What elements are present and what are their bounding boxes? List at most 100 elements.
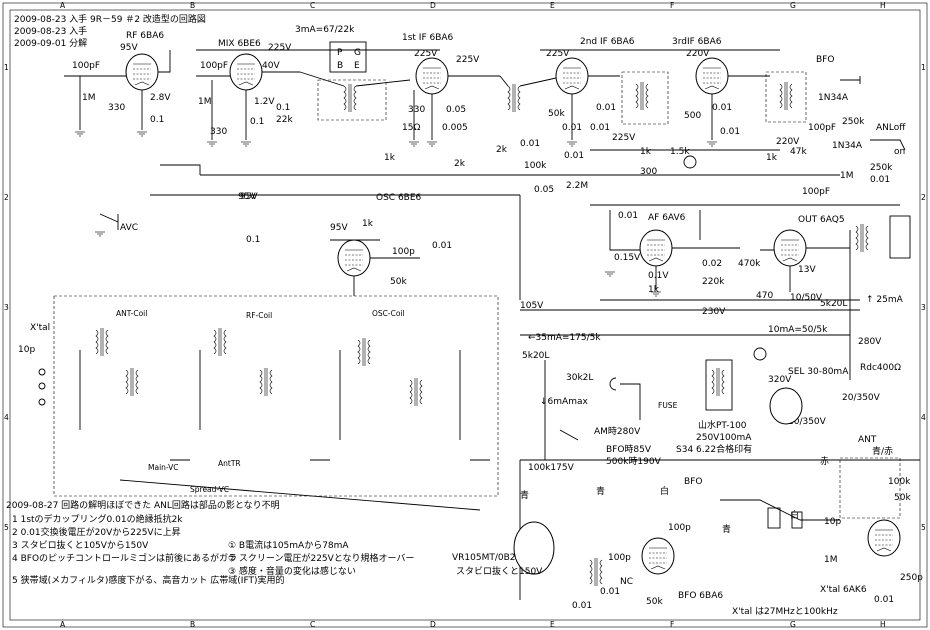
af-tube-symbol [639, 229, 673, 267]
svg-text:青: 青 [722, 523, 731, 535]
svg-text:15Ω: 15Ω [402, 123, 420, 133]
svg-text:BFO: BFO [684, 477, 702, 487]
svg-text:D: D [430, 620, 436, 629]
svg-text:100pF: 100pF [200, 61, 228, 71]
bfo-stage: BFO 6BA6 100p 100p 50k 0.01 0.01 NC 青 白 … [572, 477, 723, 611]
svg-text:1M: 1M [840, 171, 854, 181]
svg-text:2.8V: 2.8V [150, 93, 171, 103]
anloff-label: ANLoff [876, 123, 906, 133]
detector-misc: BFO 1N34A 1N34A 250k 1M 250k 0.01 ANLoff… [240, 55, 906, 245]
svg-text:100p: 100p [608, 553, 631, 563]
svg-text:0.01: 0.01 [596, 103, 616, 113]
svg-text:1k: 1k [640, 147, 652, 157]
main-vc-label: Main-VC [148, 463, 179, 472]
svg-text:5k20L: 5k20L [820, 299, 847, 309]
svg-text:470k: 470k [738, 259, 761, 269]
osc-tube-symbol [337, 239, 371, 277]
svg-text:5: 5 [4, 523, 9, 532]
svg-text:Rdc400Ω: Rdc400Ω [860, 363, 901, 373]
osc-stage: OSC 6BE6 95V 1k 100p 0.01 50k [330, 193, 452, 296]
notes-block: 2009-08-27 回路の解明ほぼできた ANL回路は部品の影となり不明 1 … [6, 499, 414, 586]
out-tube-label: OUT 6AQ5 [798, 215, 845, 225]
svg-text:FUSE: FUSE [658, 401, 678, 410]
svg-text:0.1: 0.1 [246, 235, 260, 245]
svg-text:0.05: 0.05 [534, 185, 554, 195]
svg-text:2k: 2k [496, 145, 508, 155]
svg-text:47k: 47k [790, 147, 807, 157]
svg-text:1k: 1k [766, 153, 778, 163]
svg-text:0.01: 0.01 [712, 103, 732, 113]
svg-text:B: B [190, 1, 195, 10]
svg-text:50k: 50k [390, 277, 407, 287]
svg-text:5: 5 [921, 523, 926, 532]
ift1 [299, 71, 411, 121]
mix-tube-symbol [229, 53, 263, 91]
svg-text:225V: 225V [546, 49, 570, 59]
svg-text:100pF: 100pF [808, 123, 836, 133]
if2-tube-symbol [555, 57, 589, 95]
svg-text:4: 4 [4, 413, 9, 422]
pgbe-plug: 3mA=67/22k P G B E [295, 25, 367, 73]
svg-text:C: C [310, 1, 315, 10]
svg-text:0.01: 0.01 [564, 151, 584, 161]
svg-text:0.01: 0.01 [874, 595, 894, 605]
svg-text:D: D [430, 1, 436, 10]
if2-tube-label: 2nd IF 6BA6 [580, 37, 635, 47]
note-5: 5 狭帯域(メカフィルタ)感度下がる、高音カット 広帯域(IFT)実用的 [12, 574, 285, 586]
if2-stage: 2nd IF 6BA6 225V 50k 0.01 0.01 225V 0.01… [546, 37, 697, 177]
svg-text:0.01: 0.01 [572, 601, 592, 611]
svg-text:1N34A: 1N34A [832, 141, 863, 151]
mech-filter [621, 71, 669, 125]
svg-text:2k: 2k [454, 159, 466, 169]
svg-text:BFO時85V: BFO時85V [606, 444, 652, 455]
svg-text:5k20L: 5k20L [522, 351, 549, 361]
bfo-tube-symbol [641, 537, 675, 575]
svg-text:1k: 1k [648, 285, 660, 295]
svg-text:40V: 40V [262, 61, 280, 71]
mix-tube-label: MIX 6BE6 [218, 39, 261, 49]
vr-tube-symbol [513, 521, 555, 575]
vr-tube: VR105MT/0B2 スタビロ抜くと150V 青 [452, 489, 555, 577]
svg-text:20/350V: 20/350V [842, 393, 881, 403]
if1-tube-symbol [415, 57, 449, 95]
pilot-lamp-icon [753, 347, 767, 361]
svg-text:100pF: 100pF [72, 61, 100, 71]
rf-tube-label: RF 6BA6 [126, 31, 164, 41]
if3-stage: 3rdIF 6BA6 220V 500 0.01 0.01 220V 47k 1… [672, 37, 836, 197]
svg-text:100k: 100k [888, 477, 911, 487]
note-4: 4 BFOのピッチコントロールミゴンは前後にあるがガラ [12, 552, 237, 564]
rectifier-tube-symbol [769, 387, 803, 425]
svg-text:A: A [60, 620, 66, 629]
diode-icon [840, 76, 861, 84]
xtal-left-label: X'tal [30, 323, 50, 333]
svg-text:220V: 220V [776, 137, 800, 147]
svg-text:250p: 250p [900, 573, 923, 583]
svg-text:F: F [670, 1, 674, 10]
svg-text:G: G [790, 1, 796, 10]
svg-text:0.01: 0.01 [618, 211, 638, 221]
am-bfo-switch [559, 429, 579, 441]
if1-stage: 1st IF 6BA6 225V 225V 330 0.05 0.005 15Ω… [384, 33, 500, 169]
header-line-2: 2009-08-23 入手 [14, 25, 87, 37]
on-label: on [894, 147, 905, 157]
svg-text:NC: NC [620, 577, 633, 587]
note-circle-2: ② スクリーン電圧が225Vとなり規格オーバー [228, 552, 414, 564]
note-2: 2 0.01交換後電圧が20Vから225Vに上昇 [12, 526, 181, 538]
xtal-tube-label: X'tal 6AK6 [820, 585, 867, 595]
svg-text:100k: 100k [524, 161, 547, 171]
svg-text:2: 2 [4, 193, 9, 202]
af-stage: AF 6AV6 0.01 0.15V 0.1V 1k 0.02 220k 230… [604, 210, 740, 317]
if3-tube-symbol [695, 57, 729, 95]
meter-icon [683, 155, 697, 169]
svg-text:220V: 220V [686, 49, 710, 59]
svg-text:0.02: 0.02 [702, 259, 722, 269]
svg-text:470: 470 [756, 291, 773, 301]
svg-text:1M: 1M [824, 555, 838, 565]
svg-text:10p: 10p [824, 517, 841, 527]
svg-text:330: 330 [210, 127, 227, 137]
svg-text:E: E [354, 61, 360, 71]
xtal-tube-symbol [867, 519, 901, 557]
svg-text:0.01: 0.01 [600, 587, 620, 597]
svg-text:0.1: 0.1 [250, 117, 264, 127]
